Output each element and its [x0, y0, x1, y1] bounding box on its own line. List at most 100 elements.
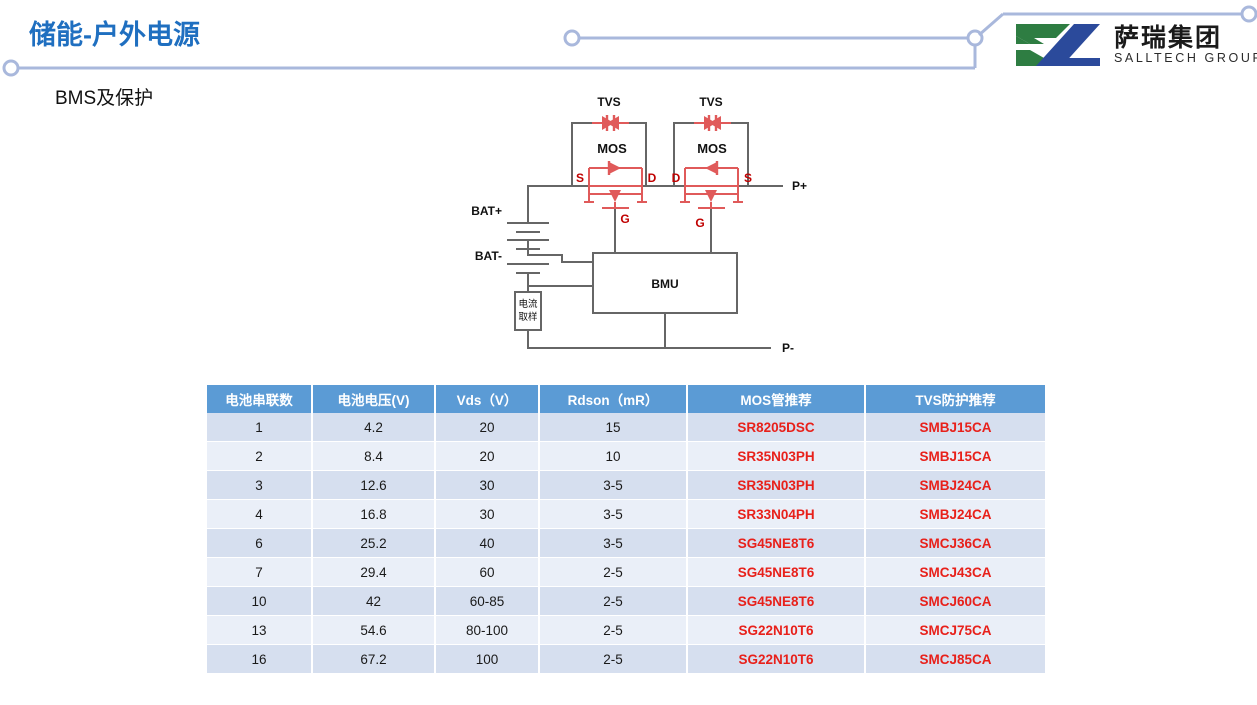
cell-series: 2: [207, 441, 313, 471]
cell-rdson: 3-5: [538, 470, 688, 500]
mosfet-left-symbol: [584, 161, 647, 209]
label-p-minus: P-: [782, 341, 794, 355]
cell-vds: 30: [434, 470, 540, 500]
cell-voltage: 25.2: [311, 528, 436, 558]
cell-rdson: 3-5: [538, 528, 688, 558]
cell-series: 7: [207, 557, 313, 587]
cell-rdson: 2-5: [538, 615, 688, 645]
label-shunt-line1: 电流: [518, 298, 538, 310]
col-header-series: 电池串联数: [207, 385, 313, 413]
cell-mos: SR8205DSC: [686, 413, 866, 442]
current-shunt-box: [514, 291, 542, 331]
cell-voltage: 67.2: [311, 644, 436, 674]
cell-series: 10: [207, 586, 313, 616]
salltech-logo-icon: [1016, 24, 1100, 66]
cell-rdson: 2-5: [538, 586, 688, 616]
col-header-rdson: Rdson（mR）: [538, 385, 688, 413]
cell-rdson: 2-5: [538, 644, 688, 674]
brand-logo: 萨瑞集团 SALLTECH GROUP: [1012, 17, 1257, 73]
cell-voltage: 12.6: [311, 470, 436, 500]
cell-rdson: 10: [538, 441, 688, 471]
mosfet-right-symbol: [680, 161, 743, 209]
cell-tvs: SMBJ15CA: [864, 441, 1045, 471]
mos-tvs-selection-table: 电池串联数 电池电压(V) Vds（V） Rdson（mR） MOS管推荐 TV…: [207, 385, 1045, 674]
section-subtitle: BMS及保护: [55, 88, 154, 109]
cell-vds: 20: [434, 413, 540, 442]
cell-series: 16: [207, 644, 313, 674]
cell-tvs: SMCJ85CA: [864, 644, 1045, 674]
deco-diagonal: [978, 12, 1004, 37]
col-header-voltage: 电池电压(V): [311, 385, 436, 413]
cell-rdson: 2-5: [538, 557, 688, 587]
cell-vds: 40: [434, 528, 540, 558]
bms-circuit-diagram: TVS TVS MOS MOS S D G D S G BAT+ BAT- P+…: [462, 90, 862, 370]
cell-tvs: SMBJ24CA: [864, 499, 1045, 529]
cell-tvs: SMBJ24CA: [864, 470, 1045, 500]
cell-vds: 30: [434, 499, 540, 529]
cell-vds: 60-85: [434, 586, 540, 616]
cell-voltage: 54.6: [311, 615, 436, 645]
label-tvs-right: TVS: [699, 95, 722, 109]
cell-tvs: SMBJ15CA: [864, 413, 1045, 442]
cell-series: 3: [207, 470, 313, 500]
label-shunt-line2: 取样: [518, 311, 537, 323]
cell-rdson: 15: [538, 413, 688, 442]
cell-voltage: 29.4: [311, 557, 436, 587]
label-tvs-left: TVS: [597, 95, 620, 109]
cell-voltage: 8.4: [311, 441, 436, 471]
label-right-source: S: [744, 171, 752, 185]
label-left-drain: D: [648, 171, 657, 185]
cell-voltage: 4.2: [311, 413, 436, 442]
deco-node-corner: [966, 29, 984, 47]
cell-mos: SR33N04PH: [686, 499, 866, 529]
cell-series: 1: [207, 413, 313, 442]
col-header-vds: Vds（V）: [434, 385, 540, 413]
cell-vds: 20: [434, 441, 540, 471]
cell-mos: SR35N03PH: [686, 441, 866, 471]
label-mos-left: MOS: [597, 141, 627, 156]
tvs-right-symbol: [694, 115, 731, 131]
page-title: 储能-户外电源: [29, 20, 200, 50]
cell-mos: SG22N10T6: [686, 644, 866, 674]
cell-mos: SG45NE8T6: [686, 586, 866, 616]
col-header-mos: MOS管推荐: [686, 385, 866, 413]
cell-rdson: 3-5: [538, 499, 688, 529]
cell-mos: SG22N10T6: [686, 615, 866, 645]
label-bmu: BMU: [651, 277, 678, 291]
label-right-drain: D: [672, 171, 681, 185]
cell-series: 6: [207, 528, 313, 558]
label-left-source: S: [576, 171, 584, 185]
label-p-plus: P+: [792, 179, 807, 193]
cell-vds: 100: [434, 644, 540, 674]
label-right-gate: G: [695, 216, 704, 230]
cell-tvs: SMCJ75CA: [864, 615, 1045, 645]
logo-name-en: SALLTECH GROUP: [1114, 50, 1257, 65]
cell-tvs: SMCJ36CA: [864, 528, 1045, 558]
label-bat-plus: BAT+: [471, 204, 502, 218]
label-bat-minus: BAT-: [475, 249, 502, 263]
cell-vds: 80-100: [434, 615, 540, 645]
cell-mos: SR35N03PH: [686, 470, 866, 500]
deco-node-mid: [563, 29, 581, 47]
cell-series: 13: [207, 615, 313, 645]
table-header-row: 电池串联数 电池电压(V) Vds（V） Rdson（mR） MOS管推荐 TV…: [207, 385, 1045, 413]
cell-voltage: 16.8: [311, 499, 436, 529]
label-left-gate: G: [620, 212, 629, 226]
deco-node-left: [2, 59, 20, 77]
cell-mos: SG45NE8T6: [686, 528, 866, 558]
cell-tvs: SMCJ60CA: [864, 586, 1045, 616]
label-mos-right: MOS: [697, 141, 727, 156]
cell-vds: 60: [434, 557, 540, 587]
cell-series: 4: [207, 499, 313, 529]
tvs-left-symbol: [592, 115, 629, 131]
cell-mos: SG45NE8T6: [686, 557, 866, 587]
